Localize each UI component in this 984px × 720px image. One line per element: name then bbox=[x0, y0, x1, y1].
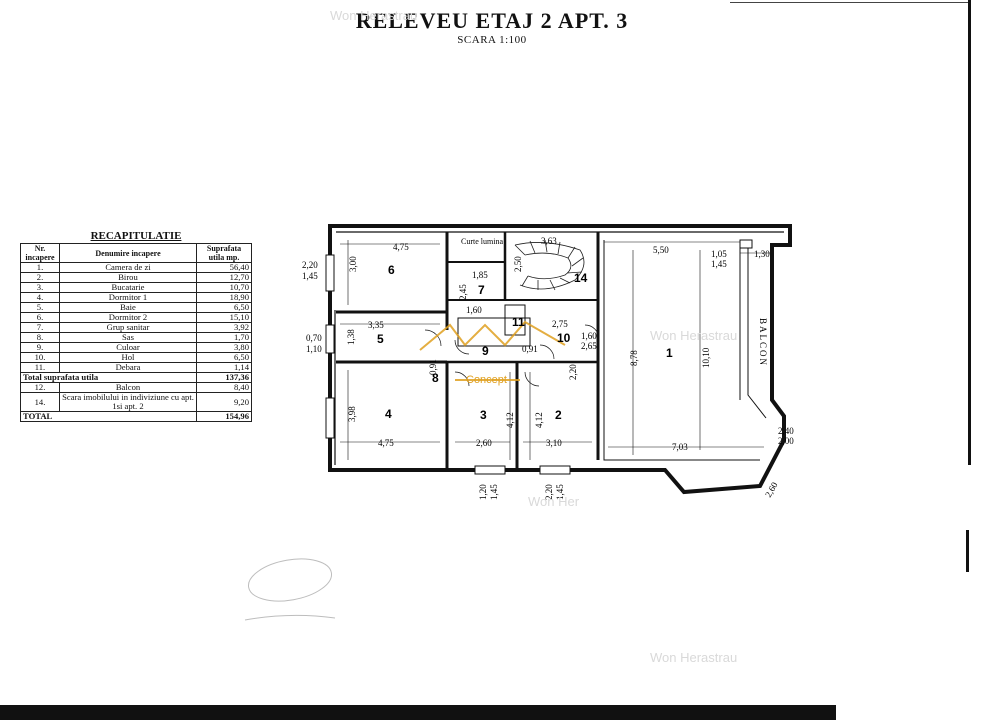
room-number: 5 bbox=[377, 332, 384, 346]
room-number: 14 bbox=[574, 271, 588, 285]
dim-label: 2,40 bbox=[778, 426, 794, 436]
dim-label: 1,45 bbox=[555, 484, 565, 500]
recap-title: RECAPITULATIE bbox=[90, 230, 182, 242]
dim-label: 8,78 bbox=[629, 350, 639, 366]
logo-text: Concept bbox=[466, 374, 507, 386]
bottom-scan-bar bbox=[0, 705, 836, 720]
dim-label: 0,91 bbox=[522, 344, 538, 354]
dimension-labels: 4,75 3,00 2,20 1,45 2,45 1,85 3,63 2,50 … bbox=[302, 236, 794, 500]
dim-label: 3,63 bbox=[541, 236, 557, 246]
dim-label: 5,50 bbox=[653, 245, 669, 255]
dim-label: 2,50 bbox=[513, 256, 523, 272]
room-number: 2 bbox=[555, 408, 562, 422]
room-number: 1 bbox=[666, 346, 673, 360]
dim-label: 1,30 bbox=[754, 249, 770, 259]
top-frame-line bbox=[730, 2, 970, 3]
balcony-label: BALCON bbox=[758, 318, 768, 367]
dim-label: 1,45 bbox=[711, 259, 727, 269]
window-marks bbox=[325, 239, 753, 475]
dim-label: 3,10 bbox=[546, 438, 562, 448]
dim-label: 2,00 bbox=[778, 436, 794, 446]
room-number: 4 bbox=[385, 407, 392, 421]
total-value: 154,96 bbox=[196, 411, 252, 422]
dim-label: 3,00 bbox=[348, 256, 358, 272]
plan-walls bbox=[328, 224, 792, 495]
dim-label: 1,05 bbox=[711, 249, 727, 259]
room-number: 3 bbox=[480, 408, 487, 422]
drawing-title: RELEVEU ETAJ 2 APT. 3 bbox=[355, 8, 629, 33]
watermark-text: Won Herastrau bbox=[650, 650, 738, 665]
dim-label: 1,45 bbox=[489, 484, 499, 500]
dim-label: 1,60 bbox=[581, 331, 597, 341]
dim-label: 1,20 bbox=[478, 484, 488, 500]
room-number: 8 bbox=[432, 371, 439, 385]
courtyard-label: Curte lumina bbox=[461, 237, 503, 246]
right-frame-tick bbox=[966, 530, 969, 572]
dim-label: 2,60 bbox=[763, 480, 780, 499]
room-number: 6 bbox=[388, 263, 395, 277]
dim-label: 1,38 bbox=[346, 329, 356, 345]
watermark-text: Won Herastrau bbox=[650, 328, 738, 343]
staircase bbox=[514, 239, 585, 291]
dim-label: 7,03 bbox=[672, 442, 688, 452]
dim-label: 1,60 bbox=[466, 305, 482, 315]
watermark-text: Won Her bbox=[528, 494, 580, 509]
dim-label: 2,20 bbox=[568, 364, 578, 380]
watermark-text: Won Herastrau bbox=[330, 8, 418, 23]
recap-header-area: Suprafata utila mp. bbox=[196, 243, 252, 263]
dim-label: 4,12 bbox=[534, 412, 544, 428]
stamp bbox=[244, 558, 336, 621]
room-number: 7 bbox=[478, 283, 485, 297]
dim-label: 1,10 bbox=[306, 344, 322, 354]
cell-area: 9,20 bbox=[196, 392, 252, 412]
room-number: 11 bbox=[512, 315, 525, 329]
dim-label: 0,91 bbox=[428, 359, 438, 375]
dim-label: 2,20 bbox=[302, 260, 318, 270]
dim-label: 4,12 bbox=[505, 412, 515, 428]
dimension-lines bbox=[340, 240, 770, 460]
dim-label: 2,75 bbox=[552, 319, 568, 329]
door-swings bbox=[424, 324, 600, 387]
dim-label: 0,70 bbox=[306, 333, 322, 343]
room-number-group: 6 7 14 1 5 8 9 11 10 4 3 2 bbox=[377, 263, 673, 422]
dim-label: 1,85 bbox=[472, 270, 488, 280]
dim-label: 2,45 bbox=[458, 284, 468, 300]
recap-header-row: Nr. incapere Denumire incapere Suprafata… bbox=[20, 243, 252, 263]
dim-label: 3,35 bbox=[368, 320, 384, 330]
watermark-logo bbox=[419, 320, 566, 381]
room-number: 9 bbox=[482, 344, 489, 358]
dim-label: 1,45 bbox=[302, 271, 318, 281]
dim-label: 2,20 bbox=[544, 484, 554, 500]
dim-label: 2,60 bbox=[476, 438, 492, 448]
recap-table: Nr. incapere Denumire incapere Suprafata… bbox=[20, 243, 252, 422]
dim-label: 3,98 bbox=[347, 406, 357, 422]
dim-label: 4,75 bbox=[393, 242, 409, 252]
dim-label: 2,65 bbox=[581, 341, 597, 351]
right-frame-border bbox=[968, 0, 971, 465]
dim-label: 4,75 bbox=[378, 438, 394, 448]
dim-label: 10,10 bbox=[701, 347, 711, 368]
room-number: 10 bbox=[557, 331, 571, 345]
drawing-scale: SCARA 1:100 bbox=[457, 34, 527, 46]
